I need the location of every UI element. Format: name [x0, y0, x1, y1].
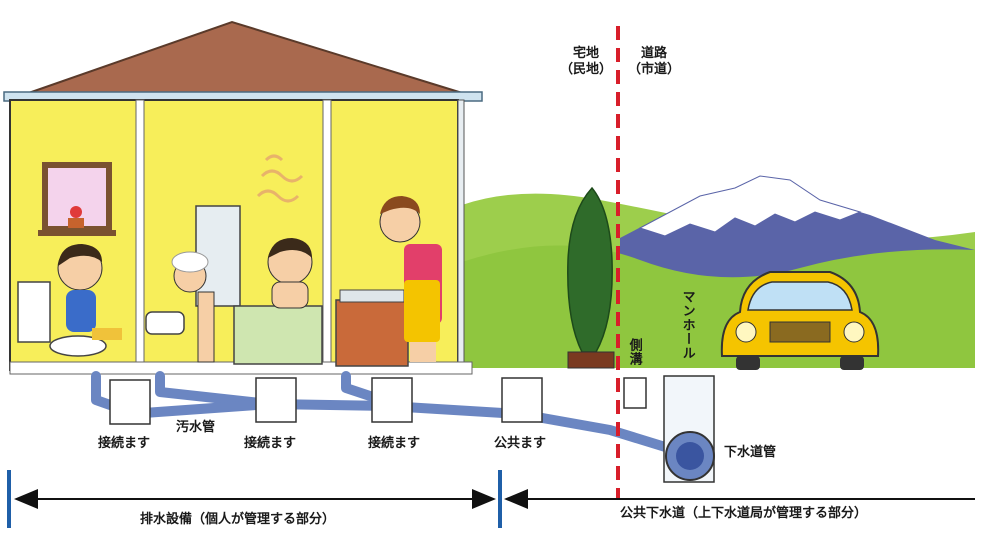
connection-box-1	[109, 379, 151, 425]
zone-private-label: 宅地 （民地）	[556, 46, 616, 77]
car-windshield	[747, 281, 853, 311]
public-box	[501, 377, 543, 423]
private-arrow-right-head	[472, 489, 496, 509]
zone-private-line2: （民地）	[559, 61, 612, 77]
car-wheel-left	[736, 356, 760, 370]
sewage-pipe	[125, 399, 693, 459]
flower-icon	[70, 206, 82, 218]
roof	[19, 20, 473, 97]
connection-box-3-label: 接続ます	[368, 436, 421, 451]
car	[720, 271, 880, 370]
car-headlight-left	[735, 321, 757, 343]
child-legs-toilet	[92, 328, 122, 340]
child-body-toilet	[66, 290, 96, 332]
house	[3, 20, 483, 375]
connection-box-3	[371, 377, 413, 423]
tree	[567, 186, 615, 369]
private-arrow-left-head	[14, 489, 38, 509]
car-headlight-right	[843, 321, 865, 343]
bracket-bar-left	[7, 470, 11, 528]
child-hair-bath	[268, 238, 312, 258]
child-body-shower	[197, 291, 215, 363]
tree-planter	[567, 351, 615, 369]
mountain-snow	[638, 175, 862, 237]
private-section-label: 排水設備（個人が管理する部分）	[140, 512, 336, 527]
toilet-bowl	[49, 335, 107, 357]
steam-icon	[256, 154, 304, 203]
bracket-bar-middle	[498, 470, 502, 528]
kitchen-sink	[339, 289, 405, 303]
car-grille	[769, 321, 831, 343]
connection-box-1-label: 接続ます	[98, 436, 151, 451]
shampoo-foam	[171, 251, 209, 273]
side-ditch-label: 側溝	[626, 338, 642, 366]
ground-strip	[462, 368, 975, 378]
connection-box-2-label: 接続ます	[244, 436, 297, 451]
landscape	[462, 175, 975, 378]
gutter-pipe	[457, 99, 465, 369]
toilet-tank	[17, 281, 51, 343]
public-box-label: 公共ます	[494, 436, 547, 451]
connection-box-2	[255, 377, 297, 423]
wall-divider-1	[135, 99, 145, 371]
bottom-brackets	[7, 470, 975, 528]
bathtub	[233, 305, 323, 365]
public-arrow-left-head	[504, 489, 528, 509]
child-hair-toilet	[58, 244, 102, 266]
kitchen-counter	[335, 299, 409, 367]
mother-legs	[410, 342, 436, 362]
child-body-bath	[271, 281, 309, 309]
zone-public-label: 道路 （市道）	[624, 46, 684, 77]
car-wheel-right	[840, 356, 864, 370]
public-section-label: 公共下水道（上下水道局が管理する部分）	[620, 506, 868, 521]
pipe-shower	[155, 371, 275, 409]
zone-public-line1: 道路	[640, 46, 667, 61]
sewer-main-label: 下水道管	[724, 445, 777, 460]
flower-pot	[68, 218, 84, 228]
wall-divider-2	[322, 99, 332, 371]
zone-private-line1: 宅地	[572, 46, 599, 61]
window-sill	[38, 230, 116, 236]
mother-hair	[380, 196, 420, 214]
washbasin	[145, 311, 185, 335]
manhole-label: マンホール	[679, 290, 695, 360]
zone-public-line2: （市道）	[627, 61, 680, 77]
sewer-main-inner	[676, 442, 704, 470]
mother-apron	[404, 280, 440, 342]
sewage-pipe-label: 汚水管	[176, 420, 216, 435]
side-ditch-box	[623, 377, 647, 409]
